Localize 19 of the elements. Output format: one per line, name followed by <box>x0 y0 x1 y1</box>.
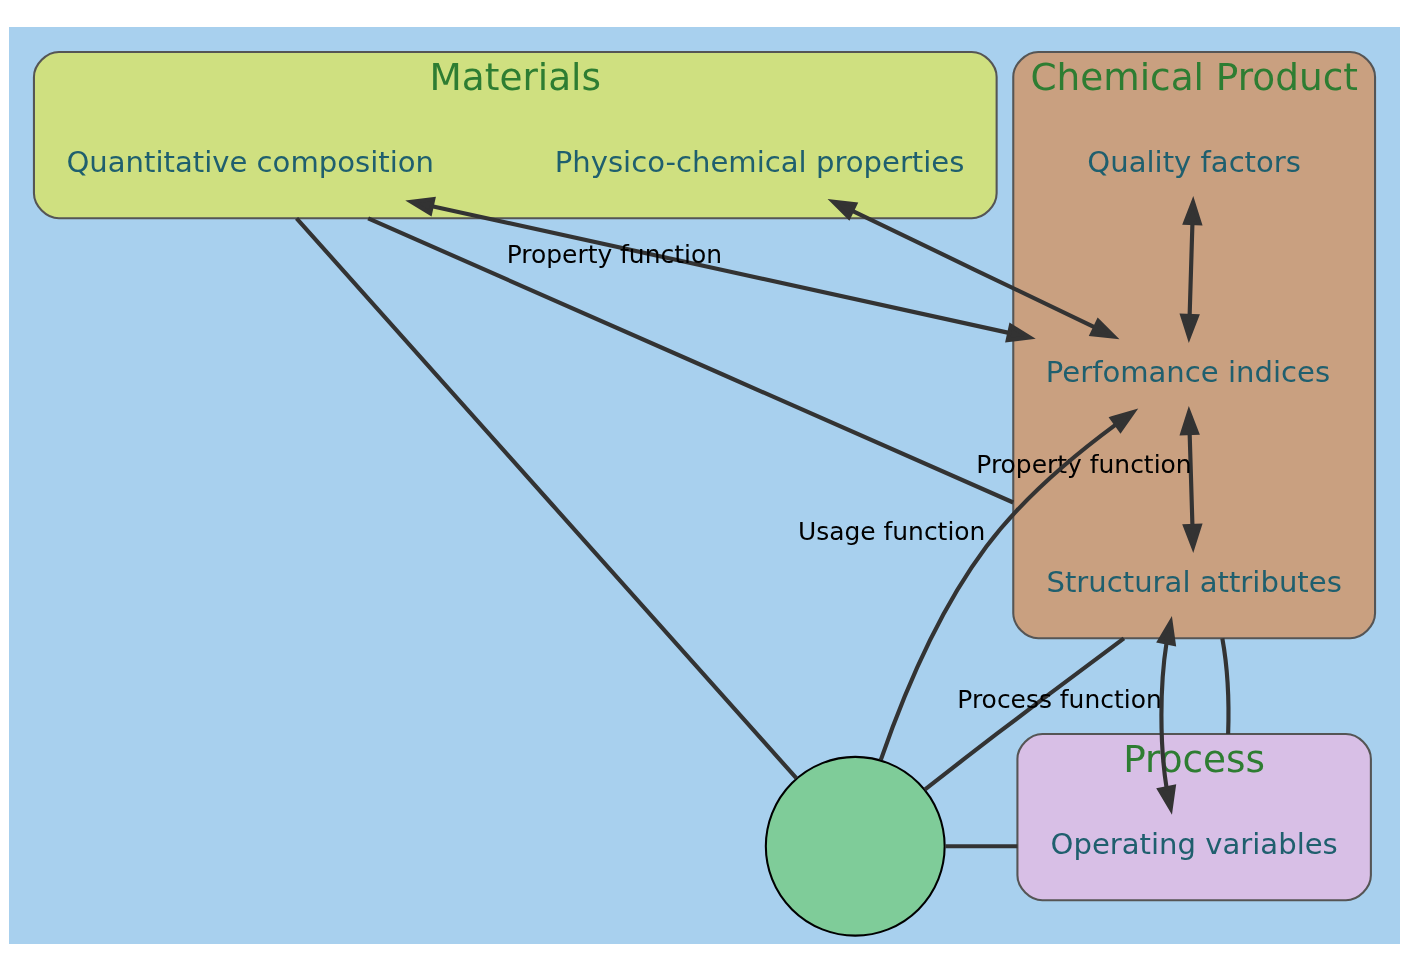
edge-label: Usage function <box>797 516 985 546</box>
connector <box>1219 637 1231 734</box>
arrow <box>878 407 1138 761</box>
node-text: Structural attributes <box>1046 564 1342 599</box>
arrow <box>1155 615 1176 815</box>
node-text: Physico-chemical properties <box>554 144 964 179</box>
arrow <box>404 196 1036 342</box>
node-text: Operating variables <box>1050 826 1338 861</box>
node-circle <box>764 755 946 937</box>
connector <box>294 216 798 780</box>
arrow <box>1179 195 1203 343</box>
arrow <box>1179 405 1203 553</box>
node-text: Quality factors <box>1086 144 1301 179</box>
arrow <box>827 198 1119 339</box>
connector <box>923 636 1125 791</box>
connector <box>944 843 1017 848</box>
node-text: Quantitative composition <box>65 144 434 179</box>
node-text: Perfomance indices <box>1045 354 1330 389</box>
connector <box>366 215 1014 504</box>
